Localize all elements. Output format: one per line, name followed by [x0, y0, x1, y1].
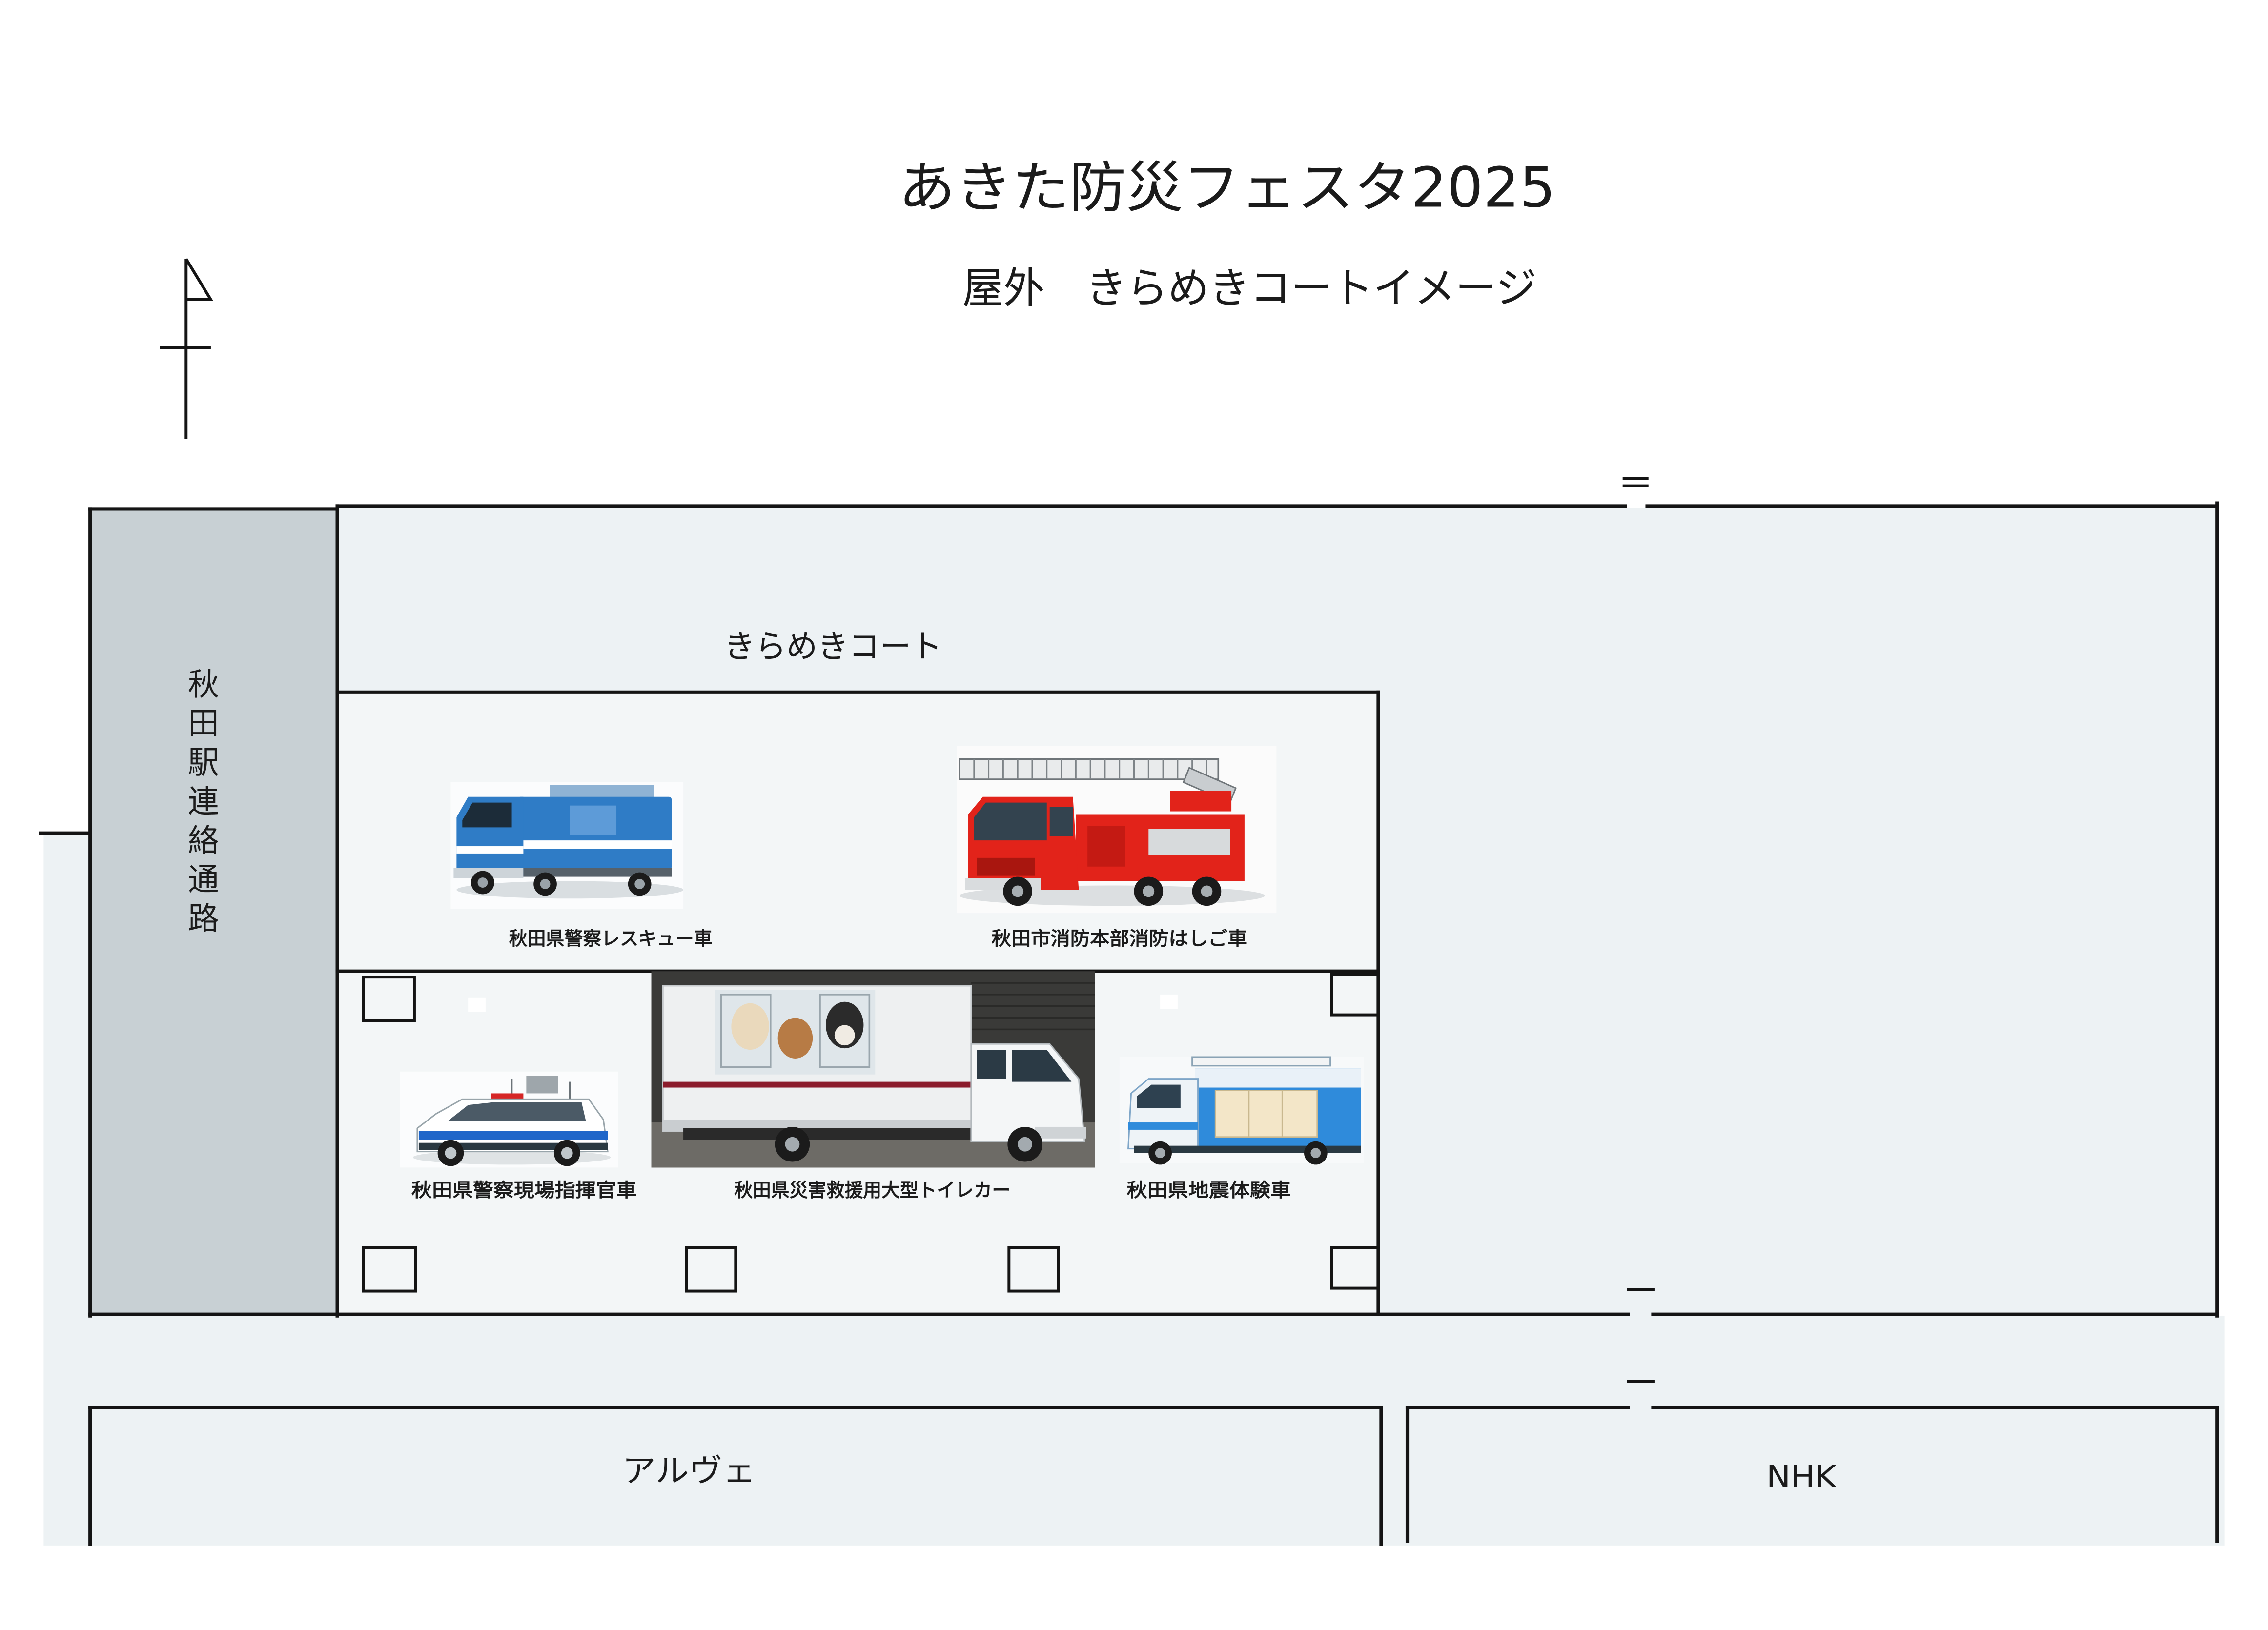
wheel-hub	[1012, 885, 1024, 897]
white-marker	[1160, 994, 1178, 1009]
nhk-label: NHK	[1766, 1459, 1837, 1495]
body-door-panel	[570, 805, 617, 835]
police-command-car-icon	[400, 1071, 618, 1168]
garage-door-lines	[971, 982, 1095, 1031]
cab-windshield	[1137, 1084, 1181, 1108]
equipment-rack	[550, 785, 654, 798]
wheel-hub	[540, 879, 551, 889]
page-subtitle: 屋外 きらめきコートイメージ	[962, 264, 1537, 313]
ladder-turntable	[1170, 791, 1232, 812]
corridor-label: 秋田駅連絡通路	[184, 668, 218, 941]
cab-windshield	[974, 802, 1047, 841]
cab-windshield	[1012, 1050, 1072, 1082]
ground-shadow	[960, 885, 1265, 906]
wheel-hub	[1310, 1148, 1321, 1159]
white-marker	[468, 997, 486, 1012]
wheel-hub	[445, 1147, 457, 1159]
cab-stripe	[456, 846, 524, 854]
car-windows	[448, 1102, 586, 1121]
wheel-hub	[1155, 1148, 1165, 1159]
toilet-truck-icon	[651, 971, 1095, 1168]
light-bar	[491, 1093, 524, 1100]
earthquake-simulator-truck-icon	[1119, 1056, 1364, 1165]
cab-windshield	[462, 802, 512, 828]
vehicle-label-police-command-car: 秋田県警察現場指揮官車	[411, 1180, 637, 1202]
wheel-hub	[785, 1137, 800, 1152]
ground-shadow	[456, 881, 684, 899]
equipment-compartment	[1148, 829, 1230, 855]
booth-markers	[362, 973, 1380, 1293]
wheel-hub	[634, 879, 645, 889]
map-outlines	[39, 477, 2219, 1546]
front-grille	[977, 857, 1035, 876]
roof-equipment	[526, 1076, 558, 1094]
body-top-panel	[1195, 1068, 1361, 1088]
wheel-hub	[1018, 1137, 1032, 1152]
cab-side-window	[977, 1050, 1006, 1079]
vehicle-label-ladder-truck: 秋田市消防本部消防はしご車	[992, 928, 1247, 950]
vehicle-label-rescue-truck: 秋田県警察レスキュー車	[509, 928, 713, 950]
akita-dog-white	[731, 1003, 769, 1050]
wheel-hub	[561, 1147, 573, 1159]
booth-square	[362, 1246, 417, 1293]
cab-side-window	[1049, 807, 1073, 836]
front-bumper	[1035, 1126, 1086, 1139]
station-corridor-area	[90, 509, 338, 1316]
room-partitions	[1248, 1090, 1283, 1137]
akita-dog-black-face	[834, 1025, 855, 1046]
car-blue-stripe	[418, 1131, 608, 1140]
vehicle-label-toilet-truck: 秋田県災害救援用大型トイレカー	[734, 1180, 1010, 1202]
panel-window-frame	[720, 994, 772, 1068]
wheel-hub	[1201, 885, 1213, 897]
map-text: あきた防災フェスタ2025 屋外 きらめきコートイメージ きらめきコート アルヴ…	[411, 155, 1837, 1494]
ladder-fire-truck-icon	[957, 746, 1277, 914]
body-panel	[1087, 826, 1125, 867]
booth-square	[1330, 973, 1380, 1017]
ladder	[959, 758, 1220, 780]
booth-square	[362, 976, 416, 1022]
panel-window-frame	[819, 994, 871, 1068]
cab-stripe	[1128, 1122, 1198, 1130]
booth-square	[685, 1246, 737, 1293]
chassis	[1134, 1145, 1361, 1153]
north-arrow-flag	[184, 258, 214, 301]
wheel-hub	[477, 877, 488, 888]
north-arrow-icon	[160, 258, 214, 439]
wheel-hub	[1143, 885, 1155, 897]
alve-label: アルヴェ	[622, 1452, 756, 1489]
page-title: あきた防災フェスタ2025	[899, 155, 1555, 220]
booth-square	[1007, 1246, 1060, 1293]
rescue-truck-icon	[450, 782, 684, 909]
court-label: きらめきコート	[724, 628, 942, 665]
booth-square	[1330, 1246, 1380, 1290]
maroon-stripe	[663, 1081, 971, 1088]
vehicle-label-earthquake-truck: 秋田県地震体験車	[1127, 1180, 1291, 1202]
open-room-interior	[1214, 1090, 1318, 1138]
awning	[1191, 1056, 1331, 1067]
body-stripe	[517, 840, 672, 850]
akita-dog-brown	[777, 1018, 813, 1059]
chassis	[683, 1128, 1035, 1140]
